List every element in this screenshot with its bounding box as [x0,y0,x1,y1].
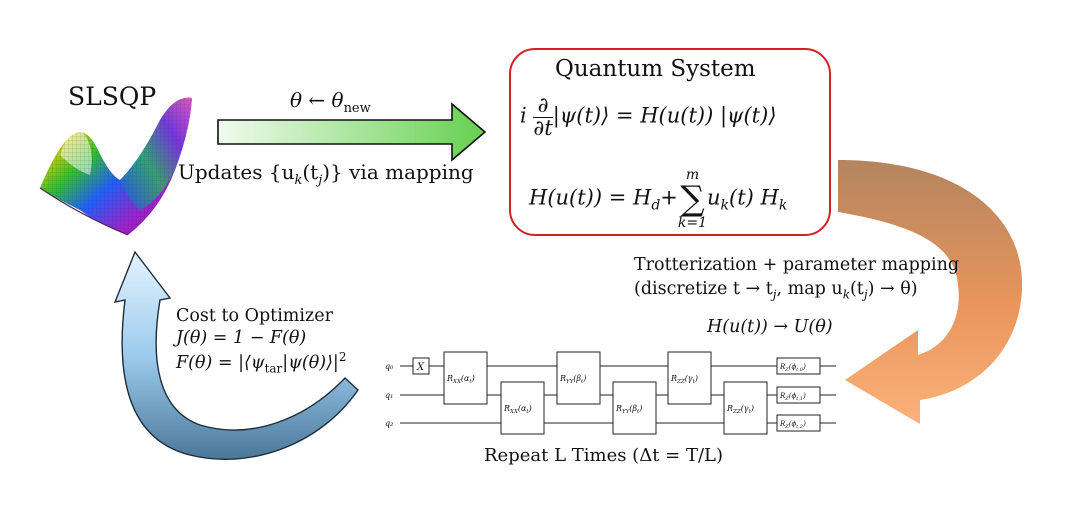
repeat-label: Repeat L Times (Δt = T/L) [484,445,724,466]
gate-x [412,357,430,375]
gate-ryy-label-2: RYY(βt) [615,404,642,415]
gate-ryy-01 [556,351,601,405]
optimizer-name: SLSQP [68,82,157,111]
parameter-update-label: θ ← θnew [290,88,371,116]
update-arrow [217,102,487,162]
trotterization-arrow [838,160,1023,424]
schrodinger-equation: i ∂∂t|ψ(t)⟩ = H(u(t)) |ψ(t)⟩ [520,93,777,140]
gate-rz-label-0: RZ(ϕt,0) [779,363,806,373]
hamiltonian-to-unitary-label: H(u(t)) → U(θ) [707,317,833,337]
quantum-system-box [509,48,831,236]
trotterization-label: Trotterization + parameter mapping [634,255,960,275]
gate-rz-0 [776,357,821,375]
quantum-system-title: Quantum System [555,56,756,82]
gate-rzz-label-1: RZZ(γt) [670,374,698,385]
gate-rxx-label-1: RXX(αt) [446,374,475,385]
cost-feedback-arrow [113,250,359,460]
gate-rzz-01 [667,351,712,405]
gate-rz-label-1: RZ(ϕt,1) [779,392,806,402]
updates-caption: Updates {uk(tj)} via mapping [178,160,474,188]
quantum-circuit: q₀ q₁ q₂ X RXX(αt) RXX(αt) RYY(βt) RYY(β… [385,351,836,435]
gate-rzz-label-2: RZZ(γt) [726,404,754,415]
gate-rxx-01 [443,351,488,405]
cost-function: J(θ) = 1 − F(θ) [176,328,307,348]
qubit-label-0: q₀ [385,362,394,371]
gate-rxx-label-2: RXX(αt) [503,404,532,415]
fidelity-function: F(θ) = |⟨ψtar|ψ(θ)⟩|2 [176,350,347,376]
qubit-label-2: q₂ [385,419,393,428]
qubit-label-1: q₁ [385,391,393,400]
gate-rz-label-2: RZ(ϕt,2) [779,420,806,430]
gate-rxx-12 [500,381,545,435]
gate-rz-2 [776,414,821,432]
gate-ryy-12 [612,381,657,435]
discretize-label: (discretize t → tj, map uk(tj) → θ) [634,279,918,302]
optimization-surface-icon [39,97,192,236]
cost-title: Cost to Optimizer [176,306,333,326]
gate-rz-1 [776,386,821,404]
gate-rzz-12 [723,381,768,435]
gate-ryy-label-1: RYY(βt) [559,374,586,385]
gate-x-label: X [416,362,425,373]
